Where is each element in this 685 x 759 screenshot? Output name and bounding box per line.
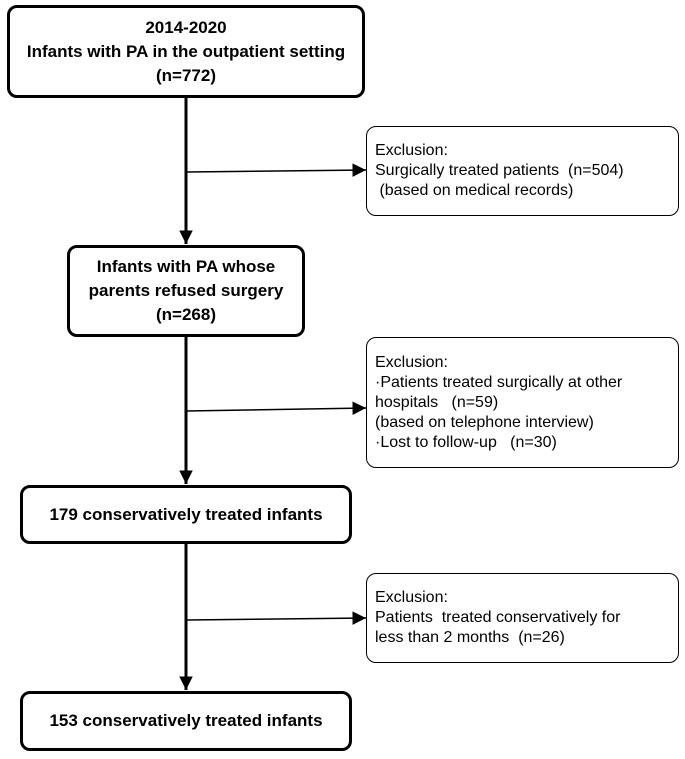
exclusion-box-2: Exclusion: ·Patients treated surgically …	[366, 337, 679, 468]
exclusion-line: Exclusion:	[375, 353, 448, 371]
exclusion-line: ·Lost to follow-up (n=30)	[375, 433, 557, 451]
side-arrow-1	[185, 163, 367, 177]
exclusion-line: ·Patients treated surgically at other	[375, 373, 623, 391]
box-line: Infants with PA in the outpatient settin…	[26, 41, 346, 61]
box-line: 179 conservatively treated infants	[49, 504, 323, 524]
exclusion-line: Exclusion:	[375, 589, 448, 606]
exclusion-line: (based on telephone interview)	[375, 413, 594, 431]
box-line: (n=772)	[156, 65, 216, 85]
box-line: Infants with PA whose	[96, 257, 276, 276]
side-arrow-3	[185, 611, 367, 625]
exclusion-line: less than 2 months (n=26)	[375, 629, 565, 646]
exclusion-line: Surgically treated patients (n=504)	[375, 162, 624, 179]
exclusion-line: Patients treated conservatively for	[375, 609, 621, 626]
flow-box-conservative-153: 153 conservatively treated infants	[20, 691, 352, 751]
box-line: 153 conservatively treated infants	[49, 711, 323, 730]
exclusion-line: hospitals (n=59)	[375, 393, 499, 411]
box-line: parents refused surgery	[88, 281, 284, 300]
exclusion-line: Exclusion:	[375, 142, 448, 159]
box-line: (n=268)	[156, 305, 216, 324]
flow-box-refused-surgery: Infants with PA whose parents refused su…	[67, 245, 305, 337]
flow-box-start: 2014-2020 Infants with PA in the outpati…	[7, 5, 365, 98]
exclusion-box-1: Exclusion: Surgically treated patients (…	[366, 126, 679, 216]
flow-box-conservative-179: 179 conservatively treated infants	[20, 485, 352, 544]
box-line: 2014-2020	[145, 17, 227, 37]
side-arrow-2	[185, 401, 367, 415]
exclusion-line: (based on medical records)	[375, 182, 574, 199]
exclusion-box-3: Exclusion: Patients treated conservative…	[366, 573, 679, 663]
